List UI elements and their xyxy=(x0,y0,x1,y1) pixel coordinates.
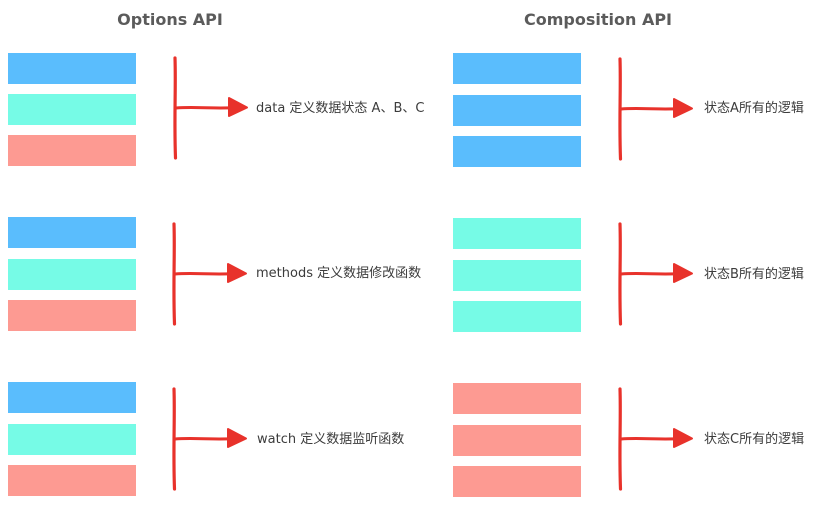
options-group-3-bar-blue xyxy=(8,382,136,413)
composition-group-b-label: 状态B所有的逻辑 xyxy=(704,267,804,282)
options-group-2-bar-red xyxy=(8,300,136,331)
options-group-3-bar-red xyxy=(8,465,136,496)
options-group-2-label: methods 定义数据修改函数 xyxy=(256,266,422,281)
composition-group-c-label: 状态C所有的逻辑 xyxy=(704,432,805,447)
options-group-1-bar-blue xyxy=(8,53,136,84)
options-group-1-bar-red xyxy=(8,135,136,166)
composition-group-c-bar-3 xyxy=(453,466,581,497)
composition-group-c-arrow-icon xyxy=(618,387,694,491)
options-group-1-label: data 定义数据状态 A、B、C xyxy=(256,101,425,116)
options-group-3-arrow-icon xyxy=(172,387,248,491)
composition-api-title: Composition API xyxy=(523,10,673,29)
composition-group-b-bar-3 xyxy=(453,301,581,332)
composition-group-c-bar-1 xyxy=(453,383,581,414)
options-group-1-arrow-icon xyxy=(173,56,249,160)
options-group-3-label: watch 定义数据监听函数 xyxy=(257,432,405,447)
options-group-3-bar-cyan xyxy=(8,424,136,455)
options-api-title: Options API xyxy=(117,10,223,29)
options-group-1-bar-cyan xyxy=(8,94,136,125)
composition-group-b-arrow-icon xyxy=(618,222,694,326)
options-group-2-arrow-icon xyxy=(172,222,248,326)
composition-group-a-bar-1 xyxy=(453,53,581,84)
composition-group-a-arrow-icon xyxy=(618,57,694,161)
options-group-2-bar-blue xyxy=(8,217,136,248)
composition-group-b-bar-2 xyxy=(453,260,581,291)
composition-group-c-bar-2 xyxy=(453,425,581,456)
options-group-2-bar-cyan xyxy=(8,259,136,290)
composition-group-b-bar-1 xyxy=(453,218,581,249)
composition-group-a-label: 状态A所有的逻辑 xyxy=(704,101,804,116)
composition-group-a-bar-2 xyxy=(453,95,581,126)
composition-group-a-bar-3 xyxy=(453,136,581,167)
